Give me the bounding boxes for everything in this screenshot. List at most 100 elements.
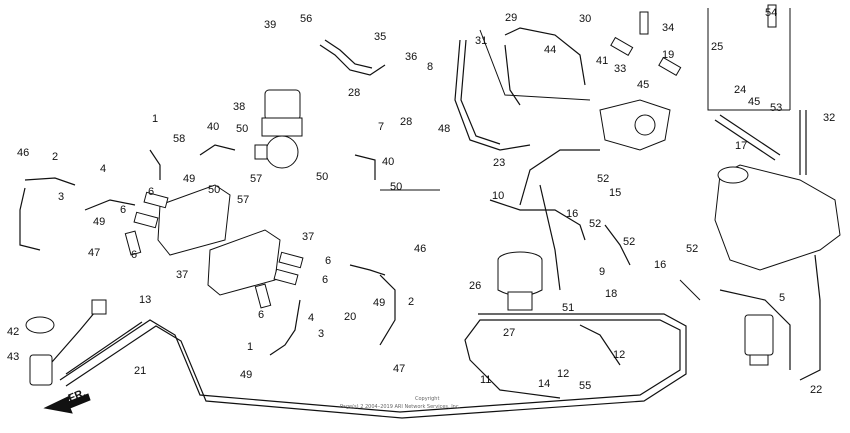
part-number-l45b: 45 <box>748 96 760 108</box>
part-number-l46a: 46 <box>17 147 29 159</box>
part-number-l25: 25 <box>711 41 723 53</box>
part-number-l53: 53 <box>770 102 782 114</box>
part-number-l52b: 52 <box>589 218 601 230</box>
part-number-l50d: 50 <box>208 184 220 196</box>
air-cleaner <box>714 164 841 271</box>
part-number-l14: 14 <box>538 378 550 390</box>
part-number-l7: 7 <box>378 121 384 133</box>
left-hoses <box>19 39 396 356</box>
part-number-l45a: 45 <box>637 79 649 91</box>
part-number-l4b: 4 <box>308 312 314 324</box>
part-number-l21: 21 <box>134 365 146 377</box>
part-number-l58: 58 <box>173 133 185 145</box>
part-number-l35: 35 <box>374 31 386 43</box>
solenoid <box>744 314 774 366</box>
part-number-l19: 19 <box>662 49 674 61</box>
part-number-l43: 43 <box>7 351 19 363</box>
part-number-l48: 48 <box>438 123 450 135</box>
part-number-l49c: 49 <box>373 297 385 309</box>
part-number-l37a: 37 <box>176 269 188 281</box>
part-number-l6b: 6 <box>120 204 126 216</box>
part-number-l6a: 6 <box>148 186 154 198</box>
copyright-line-1: Copyright <box>415 396 439 402</box>
part-number-l6f: 6 <box>258 309 264 321</box>
leader-lines <box>380 29 701 301</box>
part-number-l28b: 28 <box>400 116 412 128</box>
part-number-l8: 8 <box>427 61 433 73</box>
part-number-l29: 29 <box>505 12 517 24</box>
manifold-blocks <box>157 184 281 296</box>
part-number-l3b: 3 <box>318 328 324 340</box>
part-number-l50a: 50 <box>236 123 248 135</box>
part-number-l32: 32 <box>823 112 835 124</box>
sensor-parts <box>25 299 107 386</box>
part-number-l44: 44 <box>544 44 556 56</box>
part-number-l52c: 52 <box>623 236 635 248</box>
part-number-l31: 31 <box>475 35 487 47</box>
part-number-l13: 13 <box>139 294 151 306</box>
part-number-l2a: 2 <box>52 151 58 163</box>
part-number-l6d: 6 <box>325 255 331 267</box>
part-number-l38: 38 <box>233 101 245 113</box>
part-number-l1b: 1 <box>247 341 253 353</box>
part-number-l57a: 57 <box>250 173 262 185</box>
part-number-l30: 30 <box>579 13 591 25</box>
part-number-l50c: 50 <box>390 181 402 193</box>
part-number-l55: 55 <box>579 380 591 392</box>
part-number-l15: 15 <box>609 187 621 199</box>
right-hoses <box>454 27 821 381</box>
long-lines <box>59 313 687 419</box>
part-number-l28a: 28 <box>348 87 360 99</box>
copyright-line-2: Page(s) 2 2004–2019 ARI Network Services… <box>340 404 461 410</box>
part-number-l56: 56 <box>300 13 312 25</box>
part-number-l24: 24 <box>734 84 746 96</box>
inset-frame <box>707 8 791 111</box>
part-number-l41: 41 <box>596 55 608 67</box>
part-number-l3a: 3 <box>58 191 64 203</box>
part-number-l5: 5 <box>779 292 785 304</box>
part-number-l46b: 46 <box>414 243 426 255</box>
part-number-l20: 20 <box>344 311 356 323</box>
part-number-l36: 36 <box>405 51 417 63</box>
part-number-l42: 42 <box>7 326 19 338</box>
part-number-l17: 17 <box>735 140 747 152</box>
part-number-l16a: 16 <box>566 208 578 220</box>
part-number-l23: 23 <box>493 157 505 169</box>
part-number-l40a: 40 <box>207 121 219 133</box>
part-number-l6c: 6 <box>131 249 137 261</box>
part-number-l54: 54 <box>765 7 777 19</box>
part-number-l26: 26 <box>469 280 481 292</box>
part-number-l57b: 57 <box>237 194 249 206</box>
short-hoses <box>124 4 777 309</box>
part-number-l47b: 47 <box>393 363 405 375</box>
part-number-l4: 4 <box>100 163 106 175</box>
part-number-l50b: 50 <box>316 171 328 183</box>
part-number-l52d: 52 <box>686 243 698 255</box>
part-number-l52a: 52 <box>597 173 609 185</box>
part-number-l2b: 2 <box>408 296 414 308</box>
part-number-l37b: 37 <box>302 231 314 243</box>
air-valve <box>254 89 303 169</box>
part-number-l49b: 49 <box>93 216 105 228</box>
part-number-l12b: 12 <box>613 349 625 361</box>
part-number-l33: 33 <box>614 63 626 75</box>
front-arrow <box>43 393 91 414</box>
canister <box>497 251 543 311</box>
part-number-l11: 11 <box>480 374 491 386</box>
part-number-l40b: 40 <box>382 156 394 168</box>
part-number-l1a: 1 <box>152 113 158 125</box>
part-number-l49d: 49 <box>240 369 252 381</box>
part-number-l6e: 6 <box>322 274 328 286</box>
part-number-l51: 51 <box>562 302 574 314</box>
part-number-l47a: 47 <box>88 247 100 259</box>
part-number-l22: 22 <box>810 384 822 396</box>
part-number-l34: 34 <box>662 22 674 34</box>
part-number-l39: 39 <box>264 19 276 31</box>
part-number-l12a: 12 <box>557 368 569 380</box>
part-number-l18: 18 <box>605 288 617 300</box>
part-number-l27: 27 <box>503 327 515 339</box>
part-number-l9: 9 <box>599 266 605 278</box>
part-number-l10: 10 <box>492 190 504 202</box>
